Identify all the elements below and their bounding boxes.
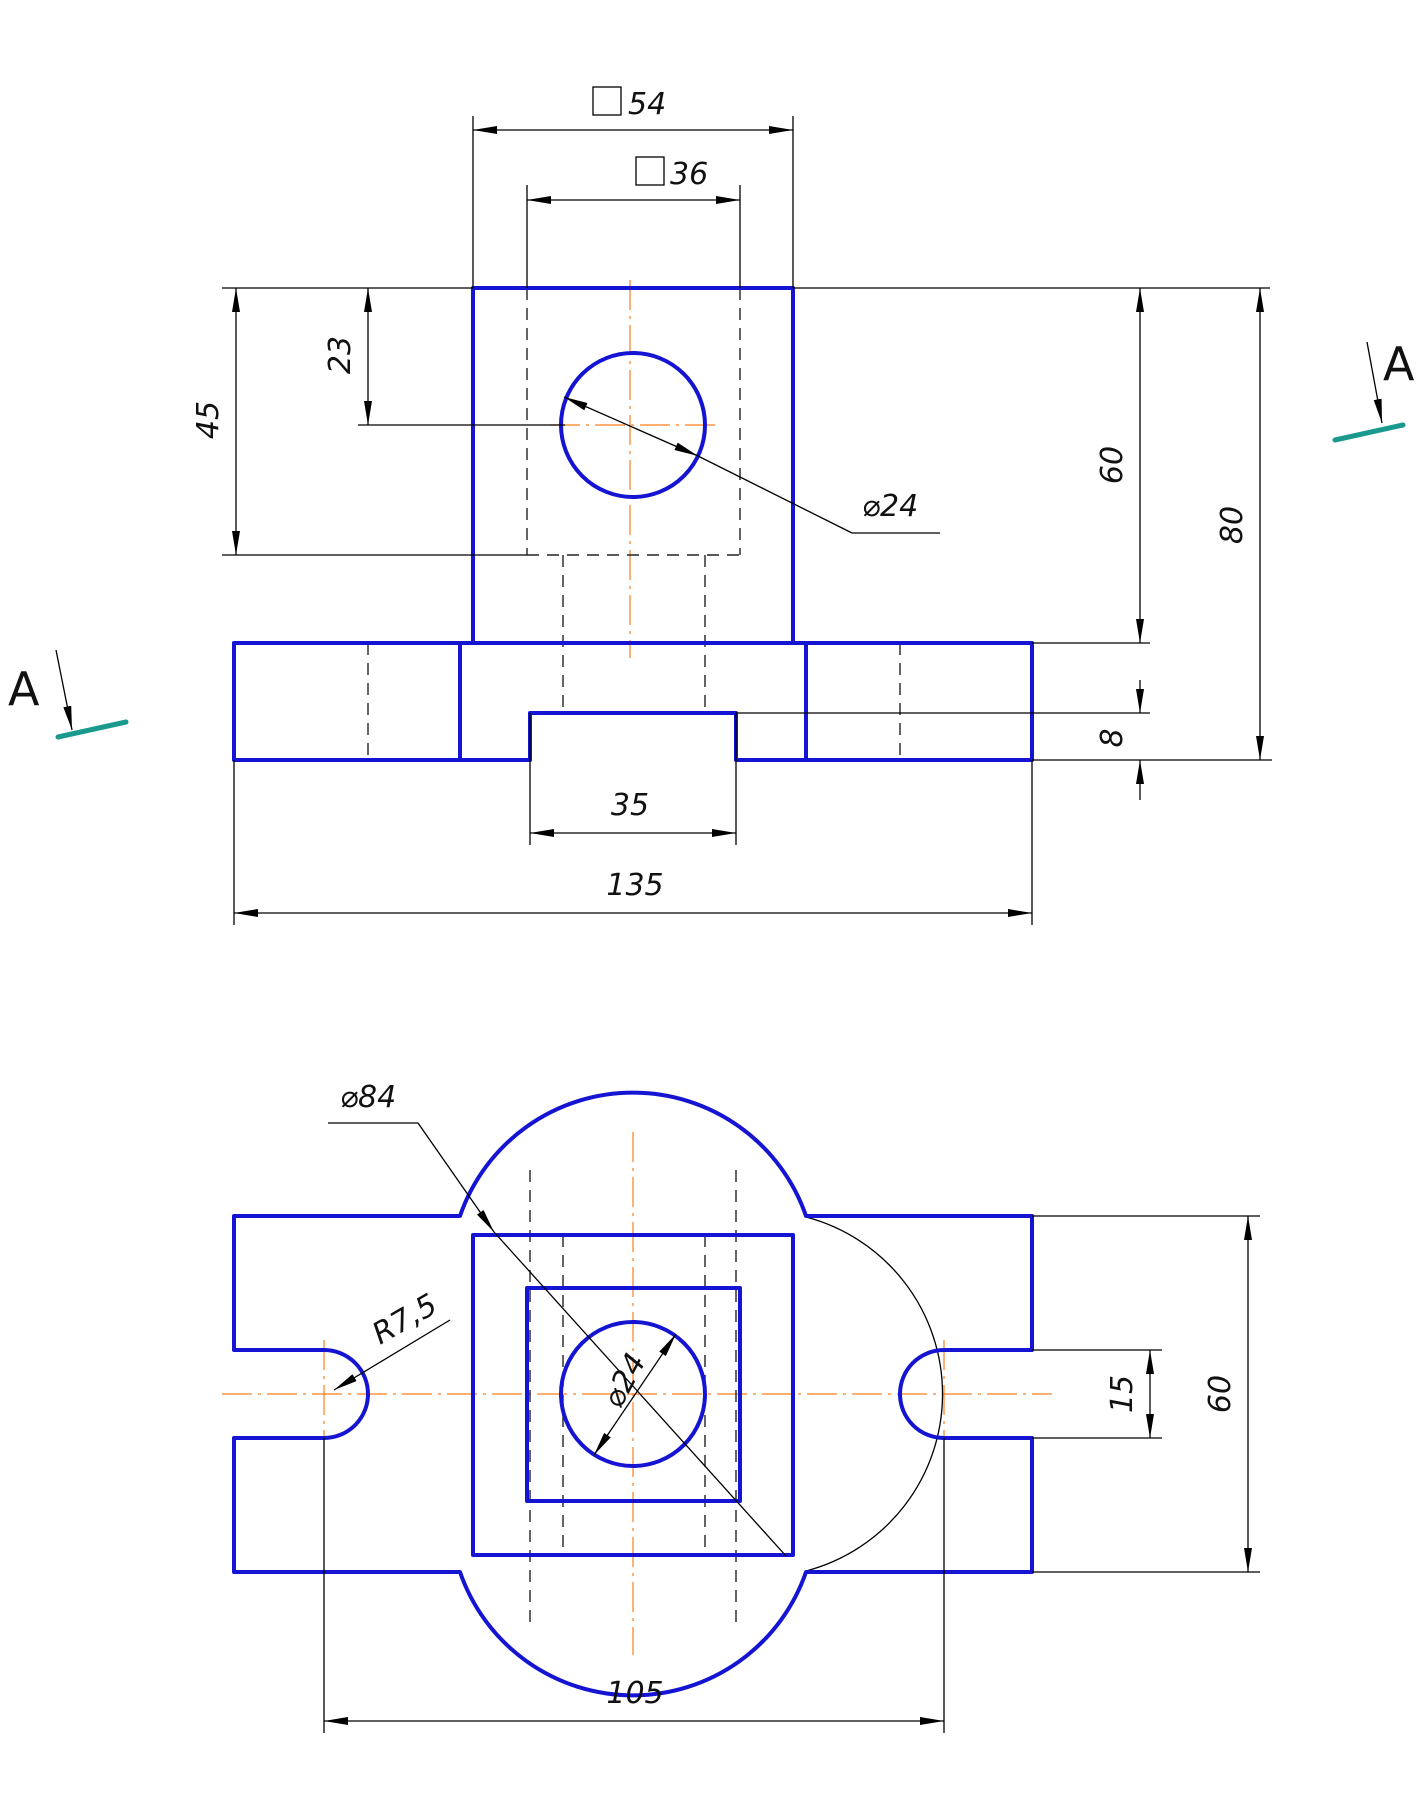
top-view: ⌀84 ⌀24 R7,5 15 60 bbox=[222, 1080, 1260, 1733]
square-symbol-icon bbox=[635, 156, 665, 186]
cutting-plane-left bbox=[55, 719, 129, 740]
dim-depth-60: 60 bbox=[1032, 1215, 1260, 1573]
front-view: 54 36 45 23 ⌀24 bbox=[8, 86, 1415, 925]
dim-slot-35: 35 bbox=[529, 713, 737, 845]
dim-square-54: 54 bbox=[472, 86, 794, 288]
dim-depth-60-label: 60 bbox=[1203, 1375, 1238, 1413]
dim-outer-dia-label: ⌀84 bbox=[340, 1080, 396, 1115]
dim-square-36-label: 36 bbox=[670, 157, 708, 192]
section-label-left: A bbox=[8, 662, 40, 716]
section-marker-right: A bbox=[1332, 337, 1415, 443]
dim-radius: R7,5 bbox=[333, 1287, 451, 1391]
dim-hole-dia-front-label: ⌀24 bbox=[862, 489, 918, 524]
dim-height-23: 23 bbox=[323, 288, 565, 426]
dim-height-60: 60 bbox=[793, 287, 1270, 644]
dim-outer-dia: ⌀84 bbox=[328, 1080, 787, 1557]
dim-span-105: 105 bbox=[323, 1438, 945, 1733]
dim-width-135-label: 135 bbox=[606, 868, 663, 903]
front-base-outline bbox=[232, 641, 1034, 762]
top-inner-square bbox=[525, 1286, 742, 1503]
top-outer-square bbox=[471, 1233, 795, 1557]
dim-height-80-label: 80 bbox=[1215, 506, 1250, 544]
front-hidden-lines bbox=[367, 288, 901, 760]
dim-height-80: 80 bbox=[1032, 288, 1272, 761]
dim-span-105-label: 105 bbox=[606, 1676, 663, 1711]
dim-slot-35-label: 35 bbox=[611, 788, 649, 823]
dim-base-8-label: 8 bbox=[1095, 728, 1130, 747]
dim-base-8: 8 bbox=[736, 680, 1150, 800]
dim-slot-15-label: 15 bbox=[1105, 1375, 1140, 1413]
section-label-right: A bbox=[1383, 337, 1415, 391]
dim-slot-15: 15 bbox=[1032, 1349, 1162, 1439]
boss-arc-right bbox=[805, 1216, 944, 1572]
dim-height-60-label: 60 bbox=[1095, 446, 1130, 484]
dim-width-135: 135 bbox=[233, 760, 1033, 925]
square-symbol-icon bbox=[592, 86, 622, 116]
dim-radius-label: R7,5 bbox=[367, 1287, 444, 1352]
dim-hole-dia-front: ⌀24 bbox=[563, 396, 940, 534]
top-hole bbox=[559, 1320, 707, 1468]
dim-square-54-label: 54 bbox=[628, 87, 666, 122]
dim-height-45: 45 bbox=[191, 287, 527, 556]
cutting-plane-right bbox=[1332, 422, 1406, 443]
dim-square-36: 36 bbox=[526, 156, 741, 288]
front-upper-block bbox=[471, 286, 795, 645]
dim-height-45-label: 45 bbox=[191, 401, 226, 439]
section-marker-left: A bbox=[8, 649, 129, 740]
dim-height-23-label: 23 bbox=[323, 336, 358, 374]
